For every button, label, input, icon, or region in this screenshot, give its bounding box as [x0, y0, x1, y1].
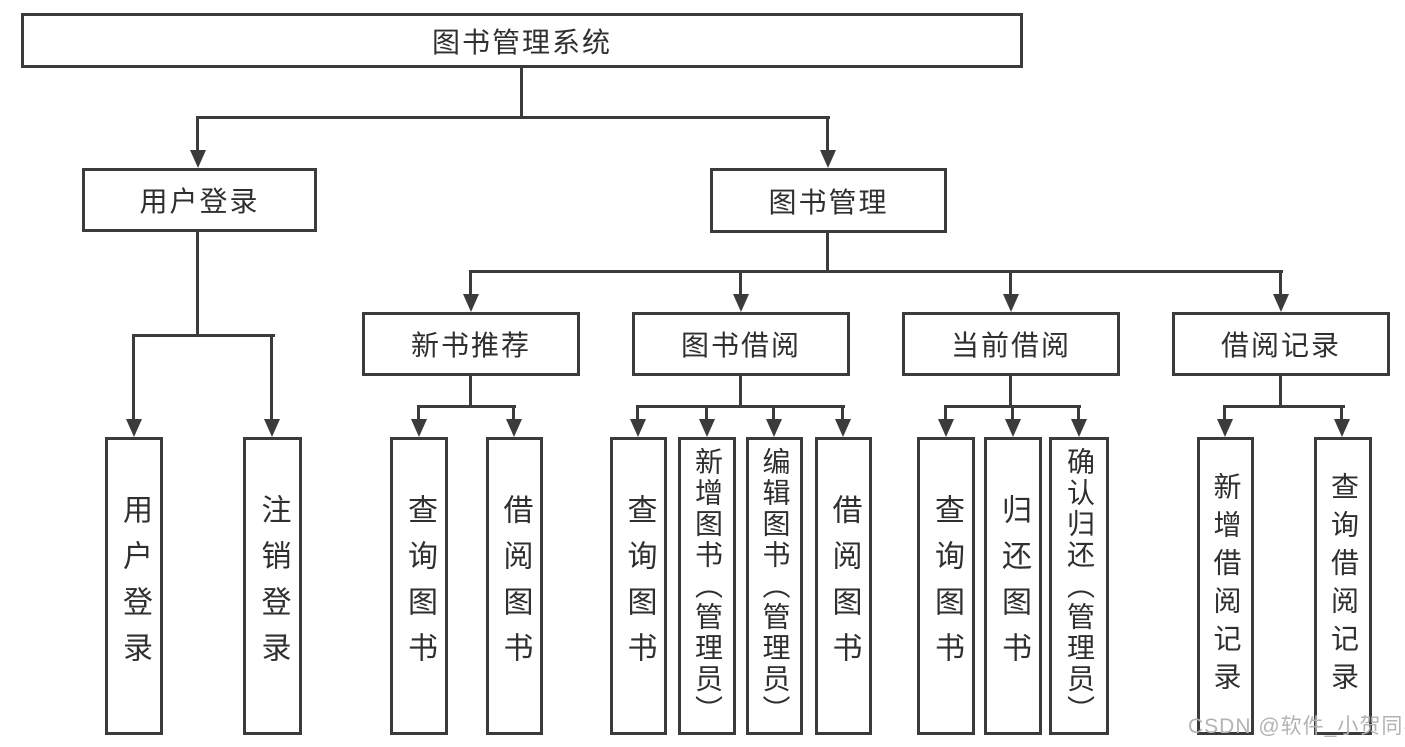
arrow-down-icon	[506, 419, 522, 437]
arrow-down-icon	[766, 419, 782, 437]
node-user-login: 用户登录	[82, 168, 317, 232]
node-new-book-recommendation-label: 新书推荐	[410, 330, 531, 361]
connector-line	[841, 405, 844, 421]
node-leaf-confirm-return-admin-label: 确认归还（管理员）	[1064, 446, 1095, 726]
connector-line	[1077, 405, 1080, 421]
node-leaf-query-books-recommend: 查询图书	[390, 437, 448, 735]
connector-line	[132, 334, 135, 421]
connector-line	[705, 405, 708, 421]
connector-line	[772, 405, 775, 421]
node-leaf-borrow-books-recommend: 借阅图书	[486, 437, 543, 735]
connector-line	[196, 116, 199, 152]
node-book-borrowing-label: 图书借阅	[680, 330, 801, 361]
connector-line	[512, 405, 515, 421]
connector-line	[1223, 405, 1345, 408]
connector-line	[1279, 376, 1282, 408]
connector-line	[636, 405, 845, 408]
node-leaf-return-books-label: 归还图书	[997, 494, 1030, 678]
node-borrowing-records-label: 借阅记录	[1220, 330, 1341, 361]
arrow-down-icon	[820, 150, 836, 168]
arrow-down-icon	[126, 419, 142, 437]
node-leaf-user-login: 用户登录	[105, 437, 163, 735]
arrow-down-icon	[190, 150, 206, 168]
node-leaf-query-books-borrowing-label: 查询图书	[622, 494, 656, 678]
connector-line	[469, 270, 472, 296]
node-book-management-label: 图书管理	[768, 186, 889, 218]
node-library-system-label: 图书管理系统	[431, 26, 612, 58]
arrow-down-icon	[1003, 294, 1019, 312]
node-leaf-add-books-admin-label: 新增图书（管理员）	[692, 446, 723, 726]
node-new-book-recommendation: 新书推荐	[362, 312, 580, 376]
arrow-down-icon	[630, 419, 646, 437]
connector-line	[1223, 405, 1226, 421]
arrow-down-icon	[411, 419, 427, 437]
connector-line	[1279, 270, 1282, 296]
node-leaf-query-books-current-label: 查询图书	[930, 494, 963, 678]
node-current-borrowing-label: 当前借阅	[950, 330, 1071, 361]
node-leaf-borrow-books-recommend-label: 借阅图书	[498, 494, 532, 678]
connector-line	[469, 270, 1283, 273]
arrow-down-icon	[1071, 419, 1087, 437]
connector-line	[1011, 405, 1014, 421]
arrow-down-icon	[463, 294, 479, 312]
connector-line	[196, 232, 199, 337]
arrow-down-icon	[733, 294, 749, 312]
connector-line	[469, 376, 472, 408]
connector-line	[520, 68, 523, 119]
node-leaf-query-books-borrowing: 查询图书	[610, 437, 667, 735]
connector-line	[636, 405, 639, 421]
connector-line	[196, 116, 830, 119]
node-leaf-borrow-books-borrowing-label: 借阅图书	[827, 494, 861, 678]
arrow-down-icon	[938, 419, 954, 437]
arrow-down-icon	[835, 419, 851, 437]
node-user-login-label: 用户登录	[139, 186, 260, 217]
watermark: CSDN @软件_小贺同学	[1188, 715, 1405, 738]
node-leaf-query-borrow-record-label: 查询借阅记录	[1328, 472, 1359, 700]
connector-line	[1009, 376, 1012, 408]
node-leaf-borrow-books-borrowing: 借阅图书	[815, 437, 872, 735]
node-leaf-query-borrow-record: 查询借阅记录	[1314, 437, 1372, 735]
connector-line	[739, 270, 742, 296]
arrow-down-icon	[1005, 419, 1021, 437]
node-leaf-confirm-return-admin: 确认归还（管理员）	[1049, 437, 1109, 735]
connector-line	[826, 116, 829, 152]
connector-line	[944, 405, 947, 421]
node-leaf-edit-books-admin: 编辑图书（管理员）	[746, 437, 803, 735]
connector-line	[826, 233, 829, 273]
arrow-down-icon	[1273, 294, 1289, 312]
connector-line	[739, 376, 742, 408]
arrow-down-icon	[1334, 419, 1350, 437]
connector-line	[1009, 270, 1012, 296]
node-leaf-add-books-admin: 新增图书（管理员）	[678, 437, 736, 735]
node-current-borrowing: 当前借阅	[902, 312, 1120, 376]
node-leaf-logout: 注销登录	[243, 437, 302, 735]
node-leaf-add-borrow-record: 新增借阅记录	[1197, 437, 1254, 735]
node-borrowing-records: 借阅记录	[1172, 312, 1390, 376]
arrow-down-icon	[264, 419, 280, 437]
arrow-down-icon	[699, 419, 715, 437]
node-leaf-add-borrow-record-label: 新增借阅记录	[1210, 472, 1242, 700]
connector-line	[1340, 405, 1343, 421]
node-leaf-query-books-current: 查询图书	[917, 437, 975, 735]
connector-line	[417, 405, 420, 421]
node-leaf-user-login-label: 用户登录	[118, 494, 151, 678]
node-leaf-logout-label: 注销登录	[256, 494, 290, 678]
connector-line	[270, 334, 273, 421]
connector-line	[132, 334, 275, 337]
node-leaf-query-books-recommend-label: 查询图书	[403, 494, 436, 678]
node-book-borrowing: 图书借阅	[632, 312, 850, 376]
connector-line	[417, 405, 516, 408]
node-book-management: 图书管理	[710, 168, 947, 233]
node-leaf-edit-books-admin-label: 编辑图书（管理员）	[759, 446, 791, 726]
node-library-system: 图书管理系统	[21, 13, 1023, 68]
arrow-down-icon	[1217, 419, 1233, 437]
node-leaf-return-books: 归还图书	[984, 437, 1042, 735]
